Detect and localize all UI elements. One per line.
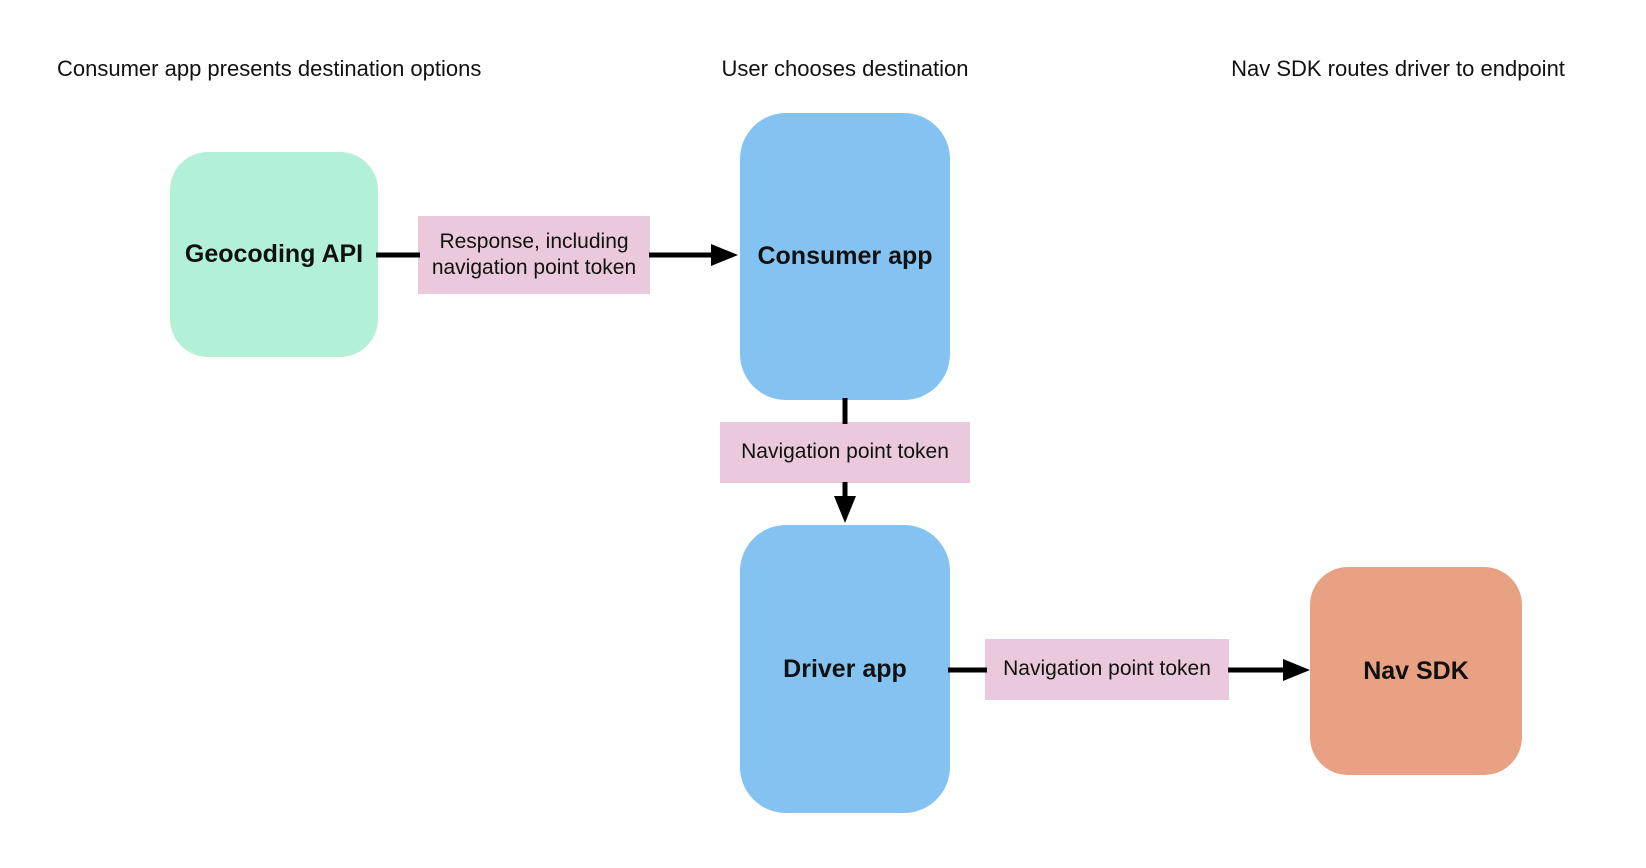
- arrowhead-to-nav-sdk: [1283, 659, 1310, 681]
- node-driver-app: Driver app: [740, 525, 950, 813]
- column-header-user-chooses: User chooses destination: [721, 56, 969, 81]
- column-header-consumer-presents: Consumer app presents destination option…: [57, 56, 482, 81]
- node-geocoding-api: Geocoding API: [170, 152, 378, 357]
- column-header-nav-sdk-routes: Nav SDK routes driver to endpoint: [1231, 56, 1565, 81]
- arrowhead-to-driver-app: [834, 496, 856, 523]
- node-consumer-app: Consumer app: [740, 113, 950, 400]
- edge-label-response-including-navigation-point-token: Response, including navigation point tok…: [418, 216, 650, 294]
- arrowhead-to-consumer-app: [711, 244, 738, 266]
- edge-label-navigation-point-token-horizontal: Navigation point token: [985, 639, 1229, 700]
- node-nav-sdk: Nav SDK: [1310, 567, 1522, 775]
- edge-label-navigation-point-token-vertical: Navigation point token: [720, 422, 970, 483]
